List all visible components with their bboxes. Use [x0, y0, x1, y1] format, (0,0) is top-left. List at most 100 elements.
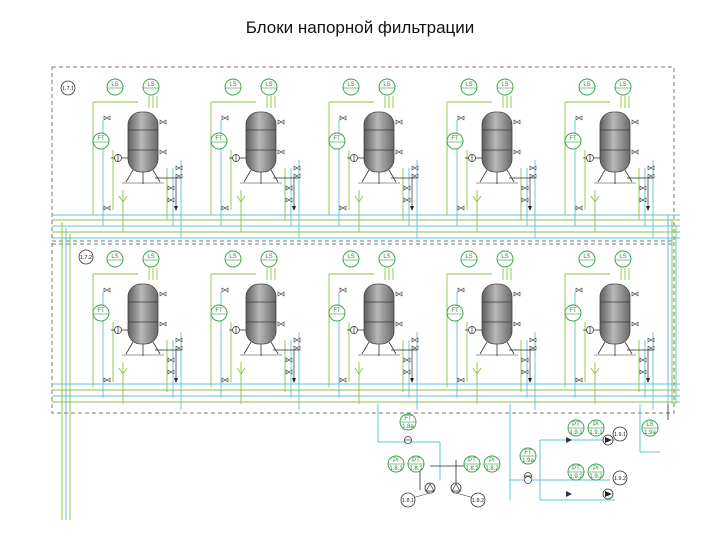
- level-switch: LS: [142, 250, 160, 268]
- svg-text:FT: FT: [215, 136, 223, 142]
- svg-text:LS: LS: [111, 82, 118, 88]
- pump-1-9-2: 1.9.2: [602, 470, 628, 500]
- valve-icon: [521, 185, 529, 191]
- svg-text:PT: PT: [412, 458, 420, 464]
- valve-icon: [167, 185, 175, 191]
- valve-icon: [647, 337, 655, 343]
- svg-text:1.8.2: 1.8.2: [485, 466, 499, 472]
- level-switch-1-9a: LS 1.9a: [641, 419, 659, 437]
- valve-icon: [277, 149, 285, 155]
- svg-text:FT: FT: [569, 136, 577, 142]
- valve-icon: [159, 149, 167, 155]
- svg-text:LS: LS: [347, 254, 354, 260]
- flow-transmitter: FT: [92, 304, 110, 322]
- valve-icon: [403, 185, 411, 191]
- svg-text:LS: LS: [619, 254, 626, 260]
- flow-transmitter: FT: [92, 132, 110, 150]
- valve-icon: [221, 205, 229, 211]
- valve-icon: [167, 357, 175, 363]
- arrow-down-icon: [410, 378, 414, 383]
- valve-icon: [277, 291, 285, 297]
- valve-icon: [339, 287, 347, 293]
- svg-text:LS: LS: [347, 82, 354, 88]
- level-switch: LS: [342, 250, 360, 268]
- valve-icon: [293, 165, 301, 171]
- svg-text:PT: PT: [572, 422, 580, 428]
- flow-transmitter: FT: [328, 304, 346, 322]
- valve-icon: [457, 377, 465, 383]
- valve-icon: [411, 165, 419, 171]
- valve-icon: [339, 115, 347, 121]
- svg-text:LS: LS: [619, 82, 626, 88]
- arrow-down-icon: [292, 206, 296, 211]
- pump-1-9-1: 1.9.1: [602, 426, 628, 446]
- svg-text:PI: PI: [393, 458, 399, 464]
- valve-icon: [285, 357, 293, 363]
- level-switch: LS: [460, 250, 478, 268]
- valve-icon: [285, 369, 293, 375]
- gauge-pt-1-8-2: PT 1.8.2: [463, 455, 481, 473]
- valve-icon: [175, 337, 183, 343]
- svg-text:FT: FT: [451, 308, 459, 314]
- valve-icon: [529, 165, 537, 171]
- valve-icon: [395, 119, 403, 125]
- svg-text:FT: FT: [524, 450, 532, 456]
- valve-icon: [395, 149, 403, 155]
- filter-vessel: [594, 283, 636, 356]
- check-valve-icon: [114, 154, 122, 162]
- svg-text:1.7.1: 1.7.1: [62, 86, 74, 92]
- gauge-pi-1-8-1: PI 1.8.1: [387, 455, 405, 473]
- svg-text:FT: FT: [333, 308, 341, 314]
- flow-transmitter: FT: [210, 304, 228, 322]
- valve-icon: [339, 377, 347, 383]
- svg-text:PI: PI: [593, 466, 599, 472]
- level-switch: LS: [224, 250, 242, 268]
- valve-icon: [175, 345, 183, 351]
- level-switch: LS: [106, 78, 124, 96]
- svg-text:FT: FT: [404, 416, 412, 422]
- svg-text:LS: LS: [265, 254, 272, 260]
- level-switch: LS: [496, 250, 514, 268]
- filter-vessel: [358, 283, 400, 356]
- level-switch: LS: [260, 250, 278, 268]
- bottom-pump-section: FT 1.8a PI 1.8.1 PT 1.8.1 PT 1.8.2 P: [377, 404, 669, 508]
- level-switch: LS: [614, 78, 632, 96]
- section-frame-2: [51, 240, 675, 414]
- svg-text:FT: FT: [451, 136, 459, 142]
- level-switch: LS: [614, 250, 632, 268]
- svg-text:1.8.1: 1.8.1: [402, 498, 414, 504]
- valve-icon: [457, 115, 465, 121]
- valve-icon: [513, 149, 521, 155]
- valve-icon: [521, 369, 529, 375]
- svg-text:PI: PI: [489, 458, 495, 464]
- valve-icon: [221, 287, 229, 293]
- valve-icon: [103, 115, 111, 121]
- drain-funnel-icon: [236, 195, 246, 203]
- flow-transmitter: FT: [446, 132, 464, 150]
- filter-vessel: [476, 111, 518, 184]
- svg-text:LS: LS: [383, 254, 390, 260]
- drain-funnel-icon: [354, 195, 364, 203]
- filter-vessel: [240, 111, 282, 184]
- check-valve-icon: [232, 154, 240, 162]
- valve-icon: [575, 205, 583, 211]
- filter-unit: LS LS FT: [210, 250, 301, 410]
- valve-icon: [411, 173, 419, 179]
- valve-icon: [631, 291, 639, 297]
- svg-text:1.9.1: 1.9.1: [569, 430, 583, 436]
- gauge-pt-1-9-1: PT 1.9.1: [567, 419, 585, 437]
- arrow-down-icon: [174, 206, 178, 211]
- svg-text:FT: FT: [97, 308, 105, 314]
- drain-funnel-icon: [472, 367, 482, 375]
- valve-icon: [285, 197, 293, 203]
- filter-unit: LS LS FT: [446, 250, 537, 410]
- valve-icon: [339, 205, 347, 211]
- svg-text:LS: LS: [465, 254, 472, 260]
- svg-text:LS: LS: [229, 254, 236, 260]
- check-valve-icon: [468, 326, 476, 334]
